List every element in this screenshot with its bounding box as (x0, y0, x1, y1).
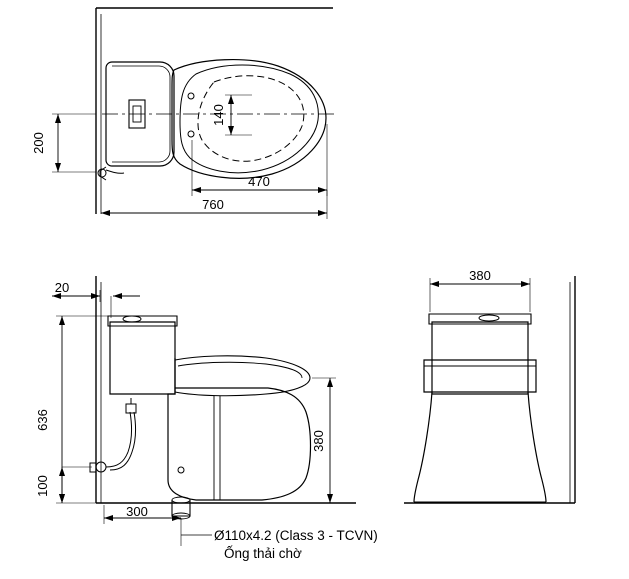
note-drain-wait: Ống thải chờ (224, 546, 302, 561)
top-view-group (52, 7, 336, 219)
dim-label-top-200: 200 (31, 132, 46, 154)
side-view-group (52, 276, 356, 546)
dim-label-top-760: 760 (202, 197, 224, 212)
front-view-group (404, 276, 576, 504)
dim-label-side-100: 100 (35, 475, 50, 497)
dim-label-top-470: 470 (248, 174, 270, 189)
dim-label-front-380: 380 (469, 268, 491, 283)
note-drain-spec: Ø110x4.2 (Class 3 - TCVN) (214, 528, 378, 543)
dim-label-side-380: 380 (311, 430, 326, 452)
dim-label-side-300: 300 (126, 504, 148, 519)
dim-label-side-20: 20 (55, 280, 69, 295)
dim-label-top-140: 140 (211, 104, 226, 126)
dim-label-side-636: 636 (35, 409, 50, 431)
